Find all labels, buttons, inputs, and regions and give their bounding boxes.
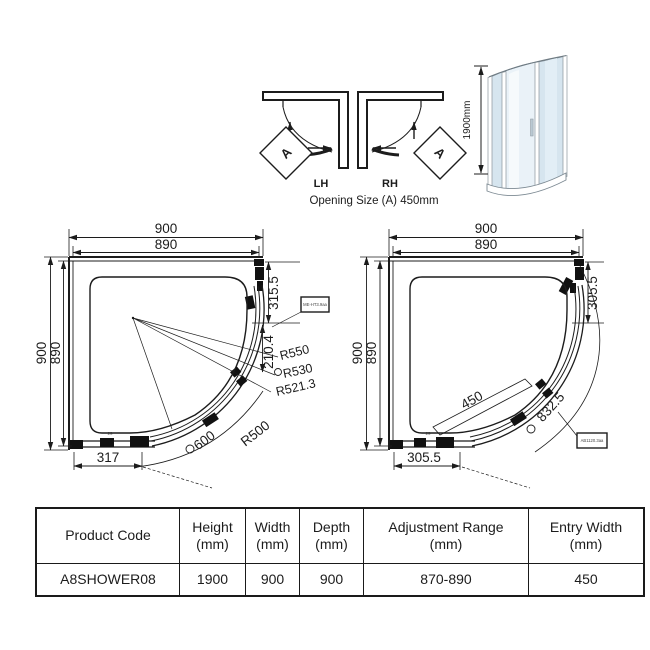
lh-wall [262, 91, 349, 169]
rh-diagram: A RH [357, 91, 467, 190]
radius-label-3: R521.3 [275, 376, 317, 399]
plan-right: 29 [360, 229, 608, 489]
header-entry-width: Entry Width(mm) [528, 507, 645, 564]
elevation-height-dim [474, 65, 488, 175]
spec-table-data-row: A8SHOWER08 1900 900 900 870-890 450 [35, 563, 645, 597]
radius-label-main: R500 [238, 418, 273, 450]
note-text-left: ME-HT3.9aa [303, 302, 327, 307]
dim-left-diag: 210.4 [261, 335, 276, 369]
rh-label: RH [382, 178, 398, 190]
door-handle [530, 118, 534, 137]
door-dim-right: 450 [458, 388, 485, 412]
dim-left-top-outer: 900 [155, 221, 178, 236]
cell-adjustment-range: 870-890 [363, 563, 529, 597]
header-width: Width(mm) [245, 507, 300, 564]
elevation-height-label: 1900mm [462, 101, 473, 140]
dim-left-top-inner: 890 [155, 237, 178, 252]
dim-right-top-inner: 890 [475, 237, 498, 252]
dim-left-side-outer: 900 [34, 342, 49, 365]
rh-wall [357, 91, 444, 169]
note-text-right: AB1120.3aa [581, 438, 604, 443]
note-box-left [300, 296, 330, 313]
technical-drawing: A LH A RH Opening Size (A) 450mm [34, 55, 608, 489]
lh-label: LH [314, 178, 329, 190]
dim-left-right: 315.5 [266, 276, 281, 310]
arc-dim-left: 600 [191, 428, 218, 453]
elevation-illustration: 1900mm [462, 55, 568, 196]
radius-label-2: R530 [282, 361, 314, 381]
rh-door-panel [371, 147, 400, 157]
dim-right-bottom: 305.5 [407, 450, 441, 465]
spec-table: Product Code Height(mm) Width(mm) Depth(… [35, 507, 645, 597]
cell-width: 900 [245, 563, 300, 597]
dim-left-bottom: 317 [97, 450, 120, 465]
cell-entry-width: 450 [528, 563, 645, 597]
lh-opening-diamond [259, 126, 313, 180]
header-product-code: Product Code [35, 507, 180, 564]
cell-height: 1900 [179, 563, 246, 597]
radius-label-1: R550 [278, 342, 310, 363]
door-dim-leader [432, 378, 533, 436]
cell-depth: 900 [299, 563, 364, 597]
lh-diagram: A LH [259, 91, 349, 190]
tray-outline-right [409, 276, 568, 434]
header-height: Height(mm) [179, 507, 246, 564]
shower-tray [486, 172, 567, 196]
dim-left-side-inner: 890 [48, 342, 63, 365]
tray-outline-left [89, 276, 248, 434]
cell-product-code: A8SHOWER08 [35, 563, 180, 597]
dim-right-top-outer: 900 [475, 221, 498, 236]
header-adjustment-range: Adjustment Range(mm) [363, 507, 529, 564]
header-depth: Depth(mm) [299, 507, 364, 564]
dim-right-side-inner: 890 [364, 342, 379, 365]
spec-table-header-row: Product Code Height(mm) Width(mm) Depth(… [35, 507, 645, 564]
dim-right-right: 305.5 [585, 276, 600, 310]
opening-size-caption: Opening Size (A) 450mm [309, 195, 438, 207]
plan-left: 29 [44, 229, 330, 489]
dim-right-side-outer: 900 [350, 342, 365, 365]
rh-opening-diamond [413, 126, 467, 180]
note-box-right [576, 432, 608, 449]
